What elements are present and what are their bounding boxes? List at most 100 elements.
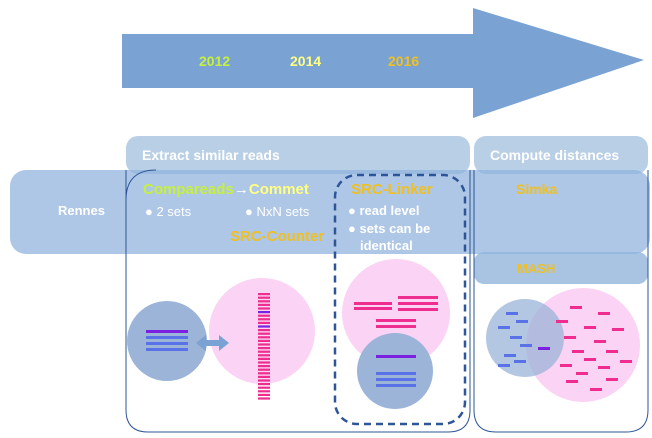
blue-read (504, 354, 516, 357)
blue-bar (376, 384, 416, 387)
stack-bar (258, 393, 270, 396)
stack-bar (258, 397, 270, 400)
magenta-read (598, 366, 610, 369)
stack-bar (258, 336, 270, 339)
rennes-label: Rennes (58, 203, 105, 218)
magenta-bar (376, 325, 416, 328)
magenta-bar (354, 302, 392, 305)
blue-read (520, 344, 532, 347)
extract-frame-top (125, 169, 157, 201)
blue-read (514, 360, 526, 363)
magenta-bar (376, 319, 416, 322)
stack-bar (258, 357, 270, 360)
extract-frame (125, 170, 471, 433)
stack-bar (258, 318, 270, 321)
magenta-bar (398, 302, 438, 305)
magenta-read (572, 350, 584, 353)
stack-bar (258, 300, 270, 303)
mash-band (474, 252, 648, 284)
simka-label: Simka (516, 181, 558, 197)
year-2016: 2016 (388, 53, 420, 69)
magenta-read (556, 320, 568, 323)
stack-bar (258, 347, 270, 350)
blue-bar (146, 348, 188, 351)
blue-read (498, 326, 510, 329)
magenta-read (594, 340, 606, 343)
timeline-arrow (122, 8, 644, 118)
bullet-two-sets: ● 2 sets (145, 204, 192, 219)
magenta-read (566, 380, 578, 383)
src-linker-label: SRC-Linker (351, 181, 433, 198)
magenta-read (584, 358, 596, 361)
blue-bar (146, 342, 188, 345)
bullet-read-level: ● read level (348, 203, 420, 218)
blue-read (498, 364, 510, 367)
stack-bar (258, 321, 270, 324)
magenta-bar (354, 307, 392, 310)
stack-bar (258, 332, 270, 335)
year-2014: 2014 (290, 53, 322, 69)
purple-bar (376, 355, 416, 358)
stack-bar (258, 343, 270, 346)
stack-bar (258, 296, 270, 299)
bullet-sets-identical-1: ● sets can be (348, 221, 431, 236)
compute-header-band (474, 136, 648, 174)
magenta-bar (398, 296, 438, 299)
stack-bar (258, 365, 270, 368)
stack-bar (258, 390, 270, 393)
compute-header: Compute distances (490, 147, 620, 163)
blue-read (510, 336, 522, 339)
bullet-sets-identical-2: identical (360, 238, 413, 253)
blue-bar (376, 372, 416, 375)
rennes-band (10, 170, 650, 254)
stack-bar (258, 307, 270, 310)
magenta-read (620, 360, 632, 363)
src-linker-blue-circle (357, 333, 433, 409)
stack-bar (258, 339, 270, 342)
arrow-glyph: → (233, 181, 249, 198)
pink-read-stack (258, 293, 270, 400)
simka-read-scatter (498, 306, 632, 391)
blue-bar (146, 330, 188, 333)
mash-label: MASH (517, 261, 556, 276)
magenta-read (560, 364, 572, 367)
src-linker-pink-circle (342, 259, 450, 367)
blue-read (516, 320, 528, 323)
extract-header: Extract similar reads (142, 147, 280, 163)
simka-blue-circle (486, 299, 564, 377)
magenta-read (570, 306, 582, 309)
magenta-read (584, 326, 596, 329)
src-linker-dashed-frame (333, 173, 467, 426)
stack-bar (258, 354, 270, 357)
stack-bar (258, 379, 270, 382)
stack-bar (258, 325, 270, 328)
stack-bar (258, 350, 270, 353)
bullet-nxn-sets: ● NxN sets (245, 204, 310, 219)
stack-bar (258, 386, 270, 389)
stack-bar (258, 293, 270, 296)
compareads-label: Compareads (143, 181, 234, 198)
stack-bar (258, 368, 270, 371)
magenta-bar (398, 308, 438, 311)
stack-bar (258, 361, 270, 364)
blue-bar (146, 336, 188, 339)
compute-frame (473, 170, 649, 433)
compareads-commet-label: Compareads→Commet (143, 182, 309, 197)
stack-bar (258, 311, 270, 314)
commet-label: Commet (248, 181, 309, 198)
magenta-read (576, 372, 588, 375)
src-counter-label: SRC-Counter (230, 228, 325, 245)
magenta-read (612, 328, 624, 331)
double-arrow (196, 335, 229, 351)
extract-header-band (126, 136, 470, 174)
magenta-read (606, 350, 618, 353)
stack-bar (258, 383, 270, 386)
stack-bar (258, 375, 270, 378)
magenta-read (606, 378, 618, 381)
year-2012: 2012 (199, 53, 231, 69)
stack-bar (258, 303, 270, 306)
purple-read (538, 347, 550, 350)
stack-bar (258, 329, 270, 332)
